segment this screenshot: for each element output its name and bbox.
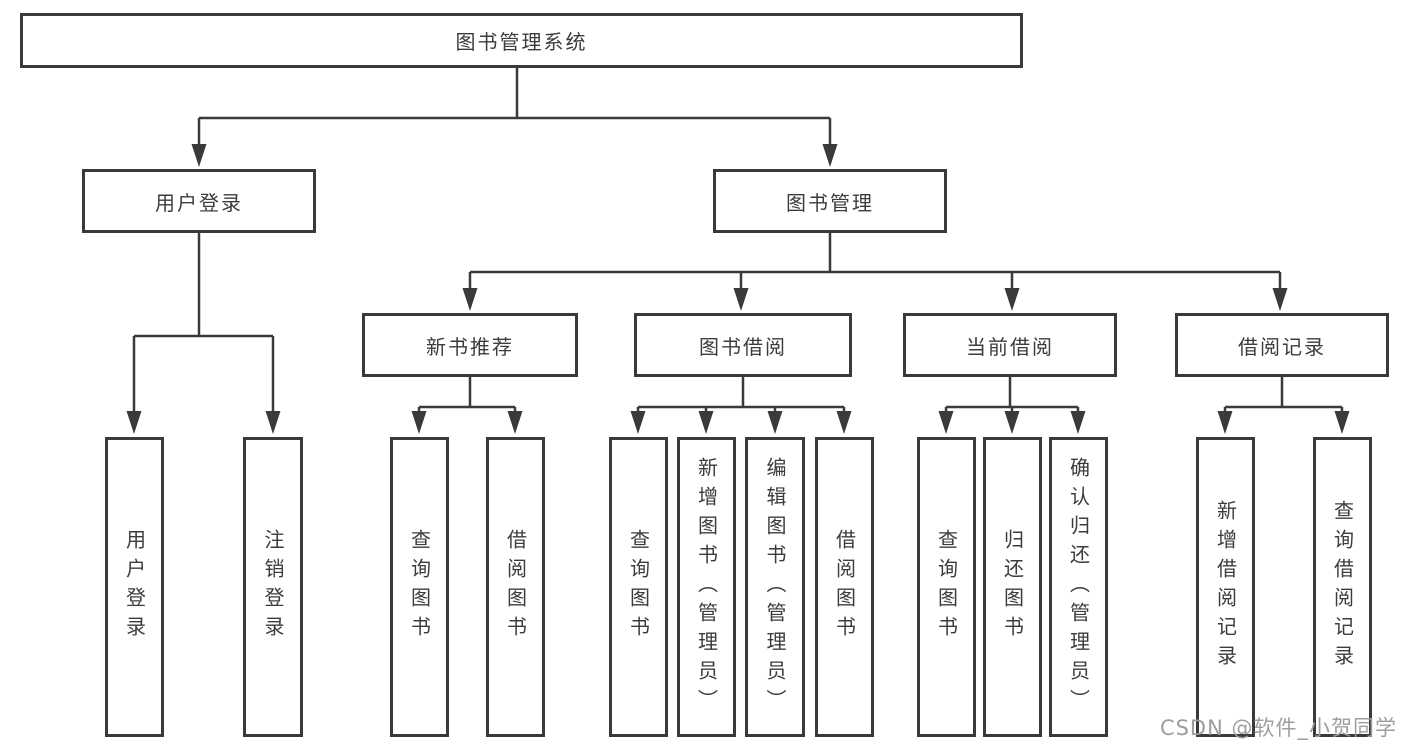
node-book-management: 图书管理	[713, 169, 947, 233]
node-user-login: 用户登录	[82, 169, 316, 233]
node-library-management-system: 图书管理系统	[20, 13, 1023, 68]
leaf-logout: 注销登录	[243, 437, 303, 737]
leaf-add-borrow-record: 新增借阅记录	[1196, 437, 1255, 737]
leaf-borrow-books-label: 借阅图书	[832, 529, 857, 645]
leaf-query-books-current: 查询图书	[917, 437, 976, 737]
leaf-query-borrow-record: 查询借阅记录	[1313, 437, 1372, 737]
leaf-query-books-borrowing-label: 查询图书	[626, 529, 651, 645]
leaf-edit-books-admin-label: 编辑图书（管理员）	[763, 456, 787, 718]
leaf-borrow-books-recommend: 借阅图书	[486, 437, 545, 737]
leaf-user-login-label: 用户登录	[122, 529, 147, 645]
leaf-query-books-recommend: 查询图书	[390, 437, 449, 737]
leaf-query-books-borrowing: 查询图书	[609, 437, 668, 737]
node-current-borrowing: 当前借阅	[903, 313, 1117, 377]
leaf-query-books-recommend-label: 查询图书	[407, 529, 432, 645]
leaf-return-books: 归还图书	[983, 437, 1042, 737]
leaf-add-books-admin-label: 新增图书（管理员）	[694, 456, 719, 718]
node-book-borrowing: 图书借阅	[634, 313, 852, 377]
leaf-borrow-books-recommend-label: 借阅图书	[503, 529, 528, 645]
leaf-query-books-current-label: 查询图书	[934, 529, 959, 645]
leaf-logout-label: 注销登录	[261, 529, 285, 645]
leaf-return-books-label: 归还图书	[1000, 529, 1025, 645]
node-borrowing-records: 借阅记录	[1175, 313, 1389, 377]
arrowheads	[126, 144, 1350, 434]
leaf-query-borrow-record-label: 查询借阅记录	[1330, 500, 1355, 674]
leaf-add-books-admin: 新增图书（管理员）	[677, 437, 736, 737]
leaf-edit-books-admin: 编辑图书（管理员）	[745, 437, 805, 737]
leaf-add-borrow-record-label: 新增借阅记录	[1213, 500, 1238, 674]
leaf-user-login: 用户登录	[105, 437, 164, 737]
leaf-confirm-return-admin-label: 确认归还（管理员）	[1066, 456, 1091, 718]
leaf-borrow-books: 借阅图书	[815, 437, 874, 737]
node-new-book-recommendation: 新书推荐	[362, 313, 578, 377]
leaf-confirm-return-admin: 确认归还（管理员）	[1049, 437, 1108, 737]
